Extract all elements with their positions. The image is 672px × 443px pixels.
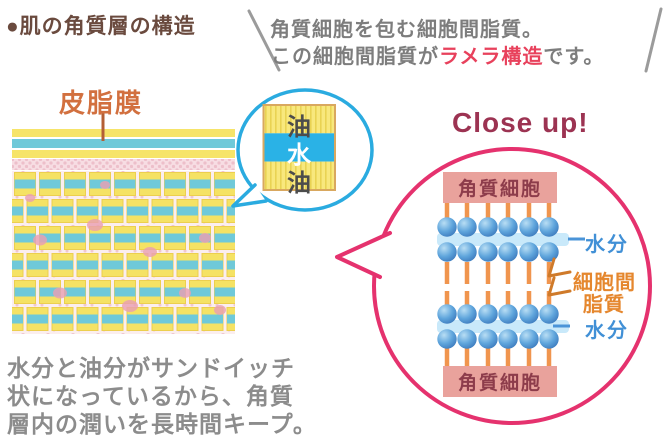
oil-water-oil-stack <box>262 104 336 191</box>
callout-line2-highlight: ラメラ構造 <box>439 46 544 68</box>
moisture-label-bottom: 水分 <box>585 320 629 342</box>
lipid-heads <box>437 217 559 349</box>
lipid-blob-dots <box>25 181 226 315</box>
callout-text-line1: 角質細胞を包む細胞間脂質。 <box>270 19 543 41</box>
page-title: ●肌の角質層の構造 <box>6 15 196 38</box>
water-layer-band-bottom <box>437 320 569 333</box>
caption-line3: 層内の潤いを長時間キープ。 <box>7 411 317 437</box>
sebum-film-label: 皮脂膜 <box>59 88 144 118</box>
callout-line2-post: です。 <box>543 46 605 68</box>
lamella-speech-bubble <box>231 88 374 212</box>
bubble-oil-top-label: 油 <box>287 114 311 141</box>
closeup-bubble <box>335 147 652 425</box>
intercellular-lipid-label-line1: 細胞間 <box>573 272 636 294</box>
water-layer-band-top <box>437 233 569 246</box>
callout-text-line2: この細胞間脂質がラメラ構造です。 <box>271 40 604 69</box>
corneocyte-box-bottom: 角質細胞 <box>443 366 557 397</box>
skin-layers-illustration <box>12 112 235 334</box>
caption-line1: 水分と油分がサンドイッチ <box>7 355 295 381</box>
callout-slash-left <box>247 9 281 72</box>
lipid-label-pointers <box>547 257 572 297</box>
corneocyte-box-top: 角質細胞 <box>443 172 557 203</box>
closeup-heading: Close up! <box>452 107 589 138</box>
caption-line2: 状になっているから、角質 <box>7 383 294 409</box>
intercellular-lipid-label-line2: 脂質 <box>583 294 625 316</box>
moisture-label-top: 水分 <box>585 234 629 256</box>
callout-line2-pre: この細胞間脂質が <box>271 46 439 68</box>
bubble-water-label: 水 <box>287 142 311 169</box>
callout-slash-right <box>644 7 663 73</box>
bubble-oil-bottom-label: 油 <box>287 170 311 197</box>
